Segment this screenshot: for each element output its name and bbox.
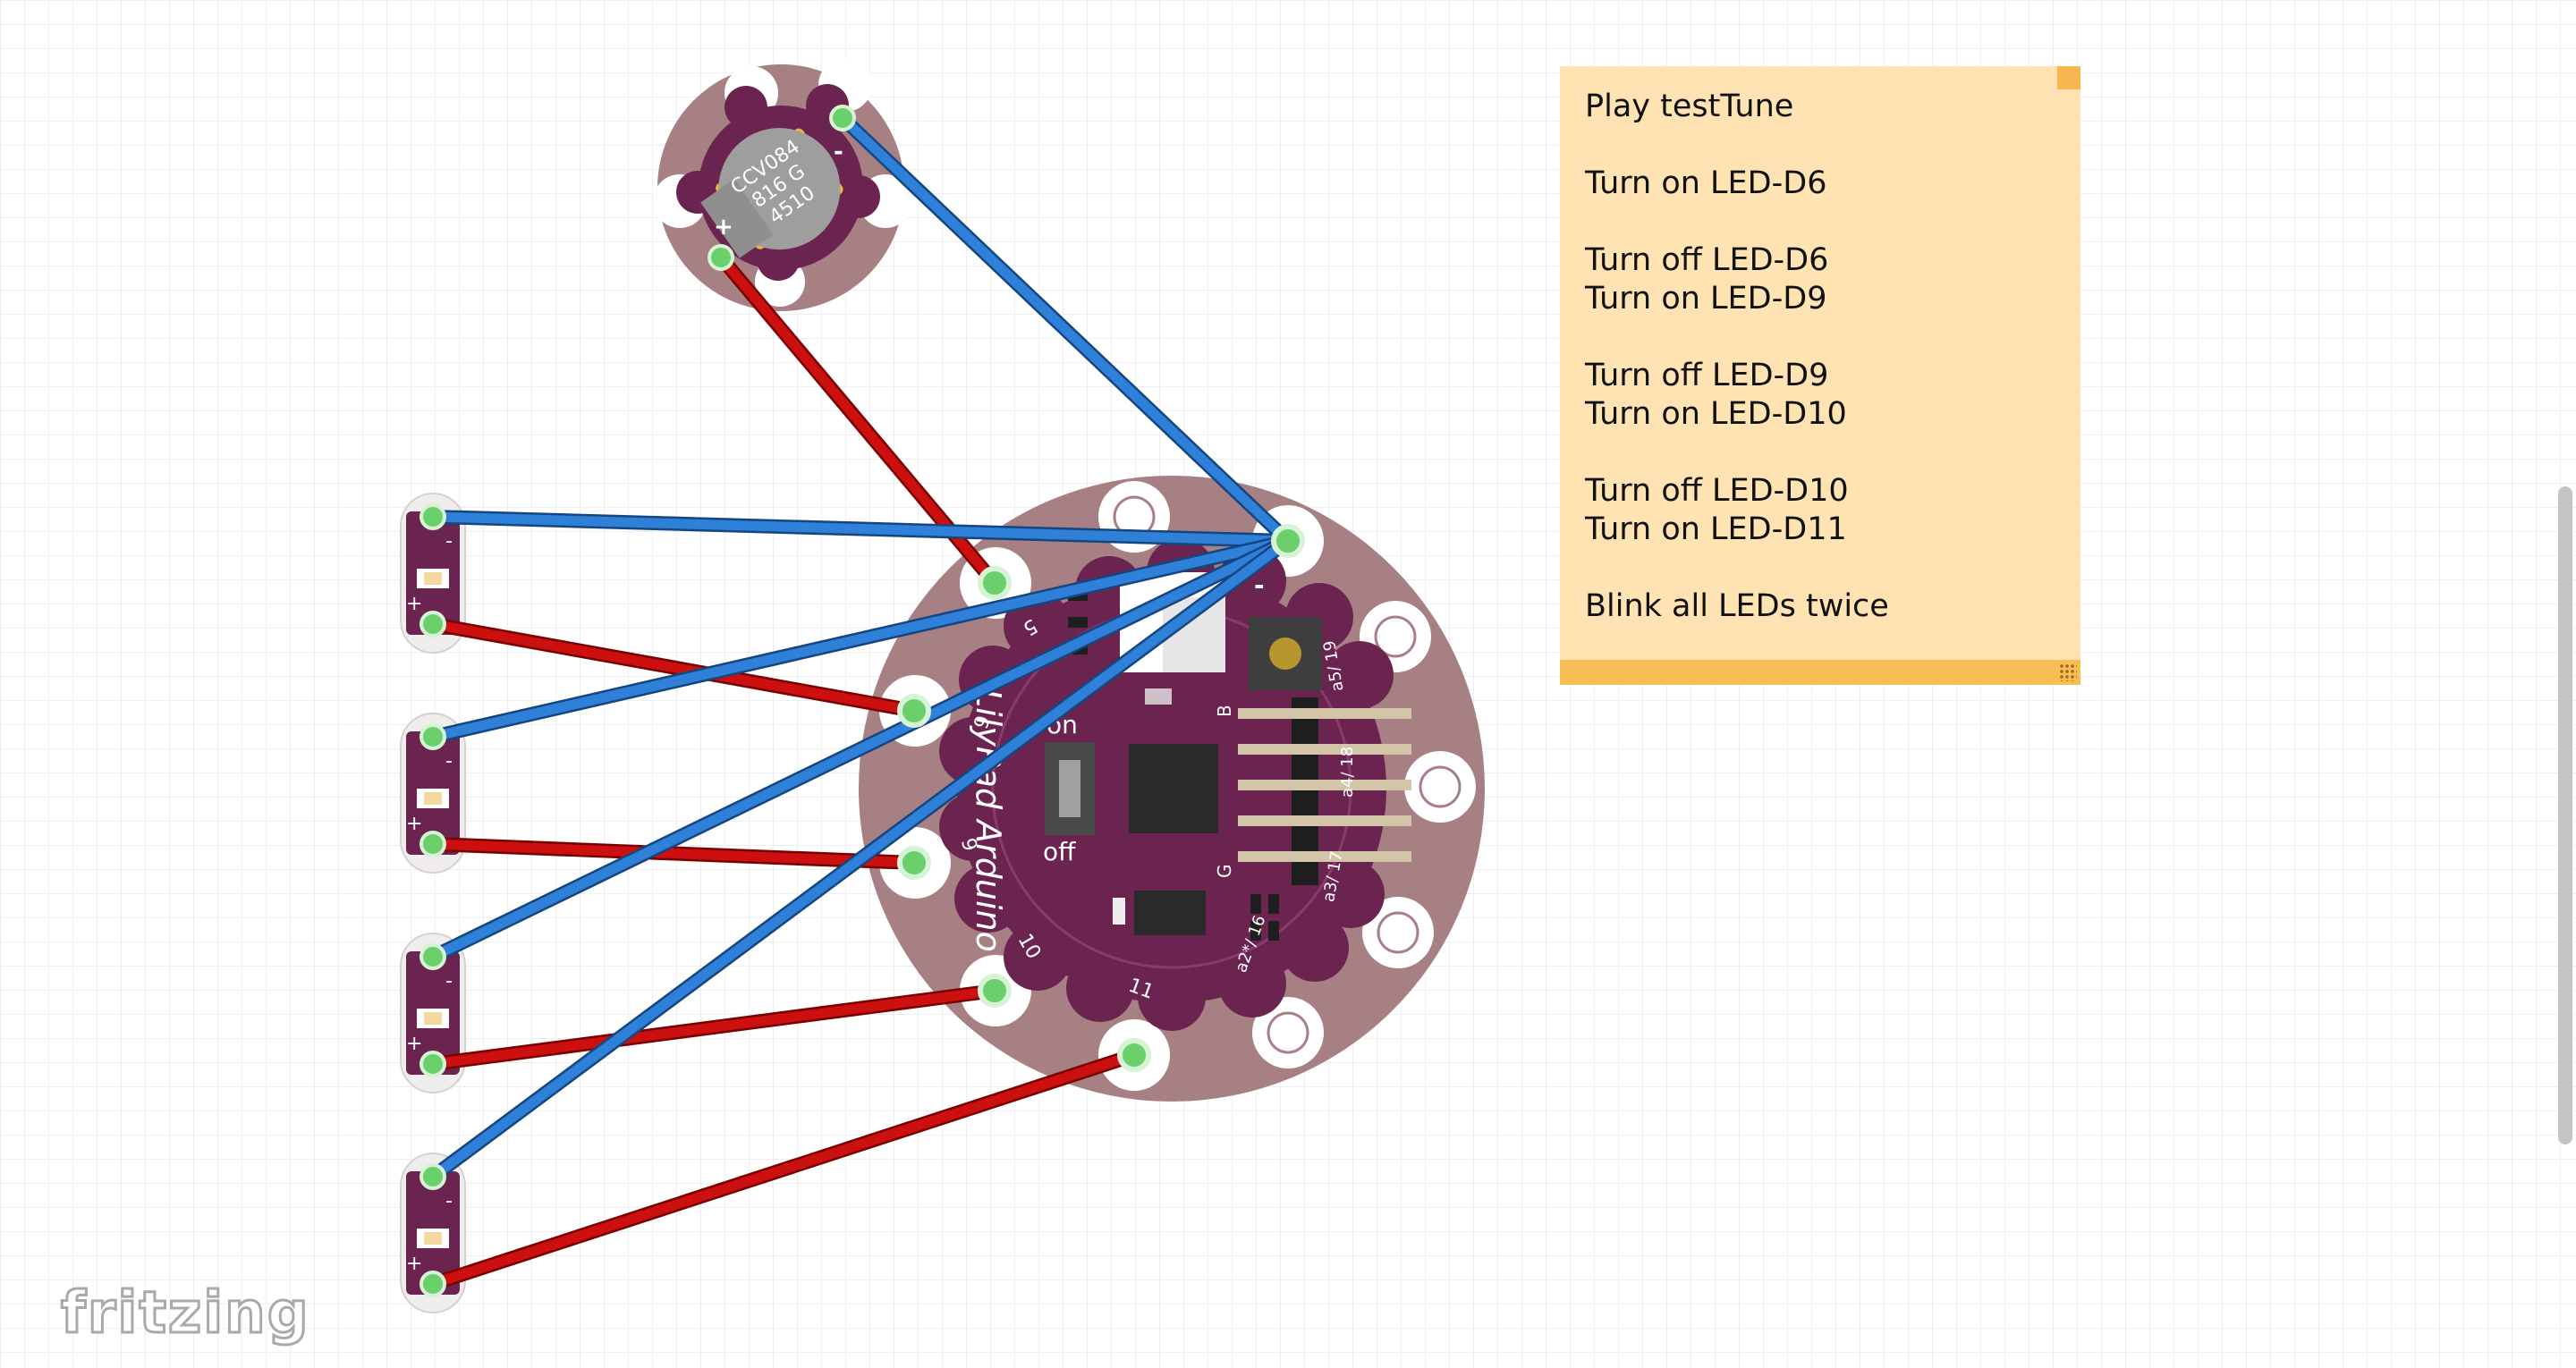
connector-endpoint[interactable] bbox=[708, 244, 734, 271]
wire-endpoints bbox=[419, 105, 1305, 1297]
connector-endpoint[interactable] bbox=[419, 1271, 446, 1297]
led-d6[interactable]: - + bbox=[400, 493, 466, 654]
led-minus-label: - bbox=[445, 750, 453, 773]
pin-label-a4: a4/ 18 bbox=[1338, 747, 1357, 798]
board-brand-text: LilyPad Arduino bbox=[969, 688, 1008, 952]
power-switch-icon bbox=[1045, 742, 1095, 835]
wires-layer bbox=[426, 111, 1295, 1291]
connector-endpoint[interactable] bbox=[897, 846, 931, 880]
led-minus-label: - bbox=[445, 970, 453, 992]
microcontroller-chip-icon bbox=[1129, 688, 1218, 833]
connector-endpoint[interactable] bbox=[419, 943, 446, 970]
fritzing-logo: fritzing bbox=[60, 1279, 310, 1348]
buzzer-minus-label: - bbox=[834, 139, 843, 165]
note-text[interactable]: Play testTune Turn on LED-D6 Turn off LE… bbox=[1585, 89, 1889, 624]
connector-endpoint[interactable] bbox=[419, 611, 446, 638]
pin-label-9: 9 bbox=[956, 836, 981, 854]
led-icon bbox=[417, 1229, 449, 1248]
led-minus-label: - bbox=[445, 530, 453, 553]
connector-endpoint[interactable] bbox=[897, 694, 931, 728]
connector-endpoint[interactable] bbox=[419, 1163, 446, 1190]
reset-button-icon bbox=[1249, 617, 1322, 690]
buzzer-plus-label: + bbox=[714, 214, 733, 241]
led-d9[interactable]: - + bbox=[400, 713, 466, 874]
connector-endpoint[interactable] bbox=[419, 503, 446, 530]
led-plus-label: + bbox=[406, 813, 422, 835]
connector-endpoint[interactable] bbox=[419, 831, 446, 857]
connector-endpoint[interactable] bbox=[1117, 1038, 1151, 1072]
led-icon bbox=[417, 789, 449, 808]
connector-endpoint[interactable] bbox=[978, 566, 1012, 600]
connector-endpoint[interactable] bbox=[419, 1051, 446, 1077]
sticky-note[interactable]: Play testTune Turn on LED-D6 Turn off LE… bbox=[1560, 66, 2080, 685]
resize-grip-icon[interactable] bbox=[2059, 663, 2077, 681]
board-minus-label: - bbox=[1254, 570, 1265, 600]
pin-label-G: G bbox=[1214, 865, 1235, 879]
connector-endpoint[interactable] bbox=[978, 974, 1012, 1008]
vertical-scrollbar[interactable] bbox=[2558, 486, 2572, 1144]
led-plus-label: + bbox=[406, 593, 422, 615]
switch-off-label: off bbox=[1043, 837, 1076, 866]
led-minus-label: - bbox=[445, 1190, 453, 1212]
connector-endpoint[interactable] bbox=[1271, 524, 1305, 558]
led-icon bbox=[417, 1009, 449, 1028]
header-pins-icon bbox=[1238, 697, 1411, 885]
note-corner-fold bbox=[2057, 66, 2080, 89]
note-footer bbox=[1560, 660, 2080, 685]
led-d10[interactable]: - + bbox=[400, 933, 466, 1094]
led-plus-label: + bbox=[406, 1033, 422, 1055]
regulator-chip-icon bbox=[1113, 891, 1206, 935]
board-pad-hole bbox=[1252, 997, 1324, 1068]
piezo-buzzer-icon: CCV084 816 G 4510 bbox=[700, 128, 843, 258]
led-icon bbox=[417, 569, 449, 588]
connector-endpoint[interactable] bbox=[829, 105, 856, 131]
board-pad-hole bbox=[1362, 897, 1434, 968]
piezo-buzzer[interactable]: CCV084 816 G 4510 + - bbox=[653, 58, 912, 311]
led-plus-label: + bbox=[406, 1253, 422, 1275]
connector-endpoint[interactable] bbox=[419, 723, 446, 750]
pin-label-B: B bbox=[1214, 705, 1235, 717]
board-pad-hole bbox=[1404, 751, 1476, 823]
